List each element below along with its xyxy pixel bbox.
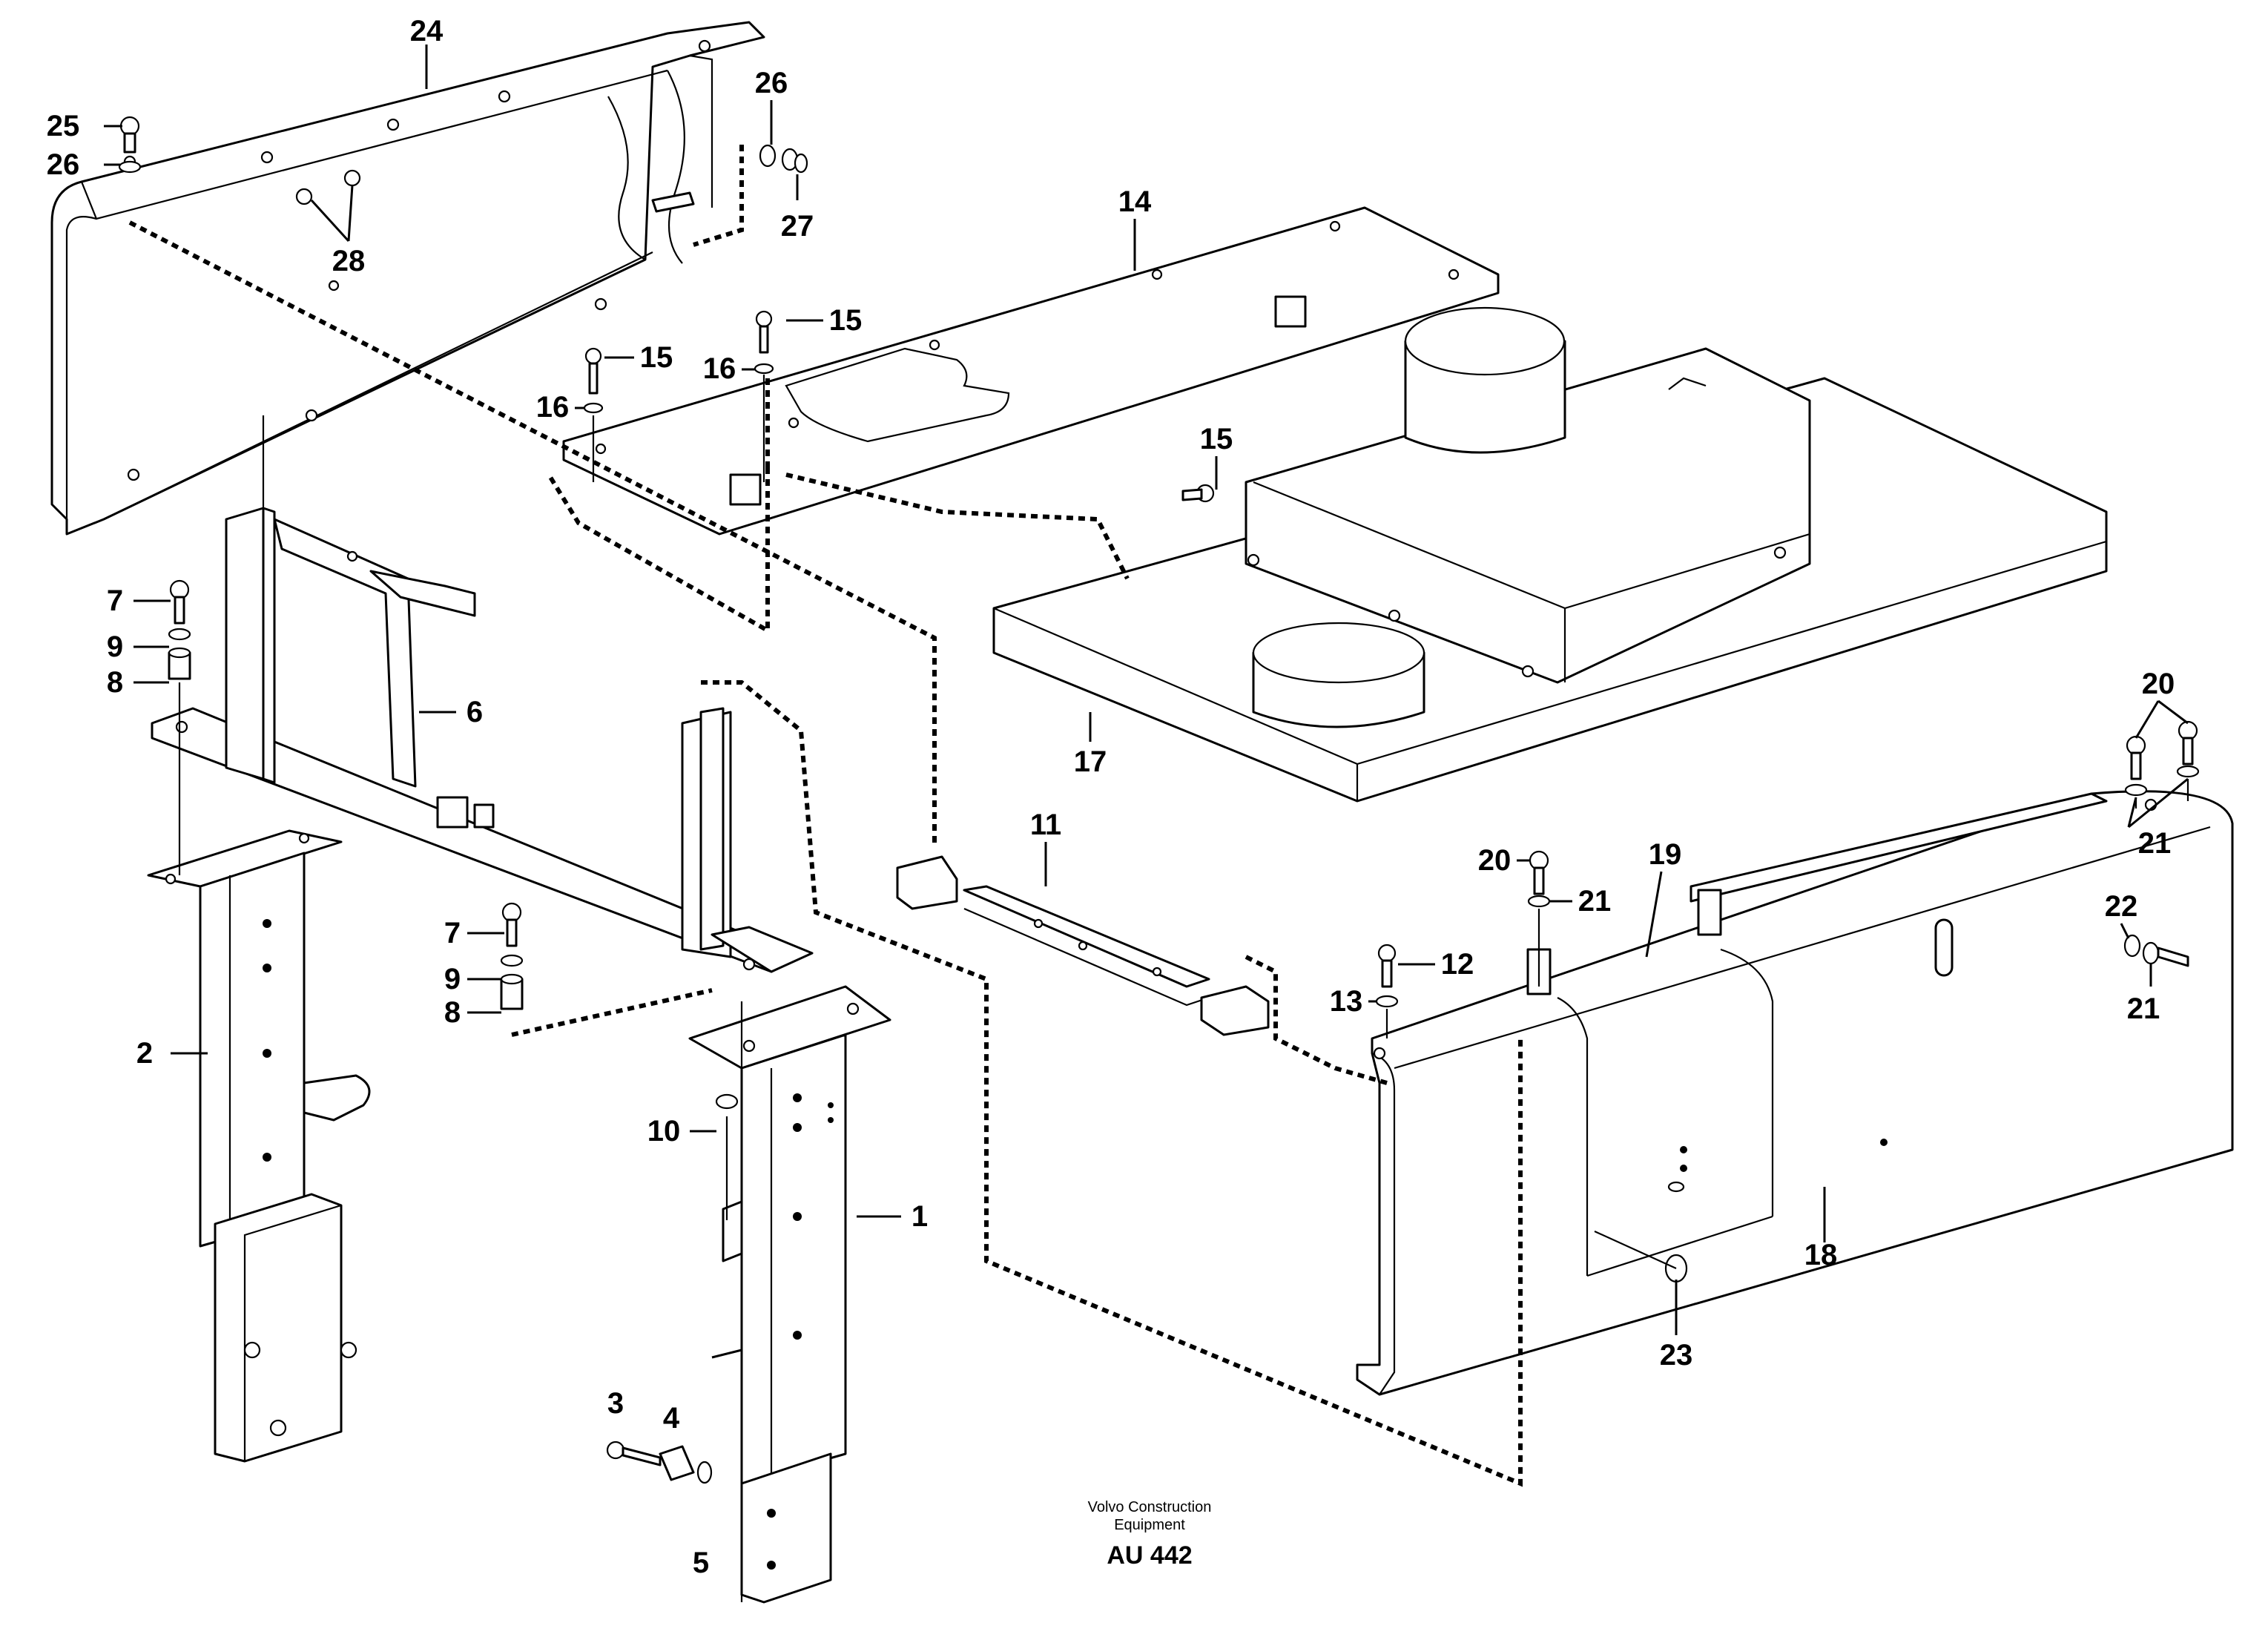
callout-9-mid: 9 (444, 963, 461, 995)
callout-25: 25 (47, 110, 80, 142)
callout-16-a: 16 (703, 352, 736, 385)
callout-3: 3 (607, 1387, 624, 1420)
credit-line-2: Equipment (1114, 1517, 1185, 1533)
callout-8-mid: 8 (444, 996, 461, 1029)
part-14-cover-plate (562, 206, 1500, 536)
part-17-intake-housing (992, 306, 2108, 803)
callout-20-right: 20 (2142, 668, 2175, 700)
fasteners (118, 116, 2200, 1484)
callout-13: 13 (1330, 985, 1363, 1018)
leader-lines (104, 45, 2189, 1335)
callout-7-left: 7 (107, 585, 123, 617)
callout-5: 5 (693, 1547, 709, 1579)
part-11-rail (896, 855, 1270, 1036)
callout-23: 23 (1660, 1339, 1693, 1372)
callout-14: 14 (1118, 185, 1152, 218)
part-18-side-panel (1356, 790, 2234, 1396)
callout-2: 2 (136, 1037, 153, 1070)
callout-21-mid: 21 (1578, 885, 1612, 918)
part-1-right-post (688, 985, 891, 1604)
guide-lines (178, 375, 2189, 1270)
callout-17: 17 (1074, 745, 1107, 778)
callout-10: 10 (647, 1115, 681, 1148)
publisher-credit: Volvo Construction Equipment AU 442 (1038, 1498, 1261, 1570)
callout-24: 24 (410, 15, 444, 47)
callout-numbers: 24 25 26 26 27 28 14 15 15 15 16 16 17 6… (47, 15, 2175, 1579)
callout-15-c: 15 (1200, 423, 1233, 455)
callout-4: 4 (663, 1402, 680, 1435)
callout-16-b: 16 (536, 391, 570, 424)
callout-8-left: 8 (107, 666, 123, 699)
callout-26-top: 26 (755, 67, 788, 99)
callout-20-mid: 20 (1478, 844, 1512, 877)
part-6-frame (151, 507, 814, 973)
callout-12: 12 (1441, 948, 1474, 981)
callout-7-mid: 7 (444, 917, 461, 949)
callout-1: 1 (912, 1200, 928, 1233)
assembly-lines (128, 145, 1523, 1487)
callout-28: 28 (332, 245, 366, 277)
callout-26-left: 26 (47, 148, 80, 181)
drawing-code: AU 442 (1107, 1541, 1193, 1570)
callout-19: 19 (1649, 838, 1682, 871)
callout-11: 11 (1030, 809, 1061, 841)
callout-21-side: 21 (2127, 992, 2160, 1025)
callout-15-b: 15 (640, 341, 673, 374)
callout-22: 22 (2105, 890, 2138, 923)
part-24-panel (50, 21, 765, 536)
callout-6: 6 (467, 696, 483, 728)
callout-18: 18 (1804, 1239, 1838, 1271)
part-2-left-post (147, 829, 371, 1463)
callout-9-left: 9 (107, 630, 123, 663)
credit-line-1: Volvo Construction (1087, 1499, 1212, 1515)
callout-15-a: 15 (829, 304, 863, 337)
callout-21-right: 21 (2138, 827, 2172, 860)
callout-27: 27 (781, 210, 814, 243)
